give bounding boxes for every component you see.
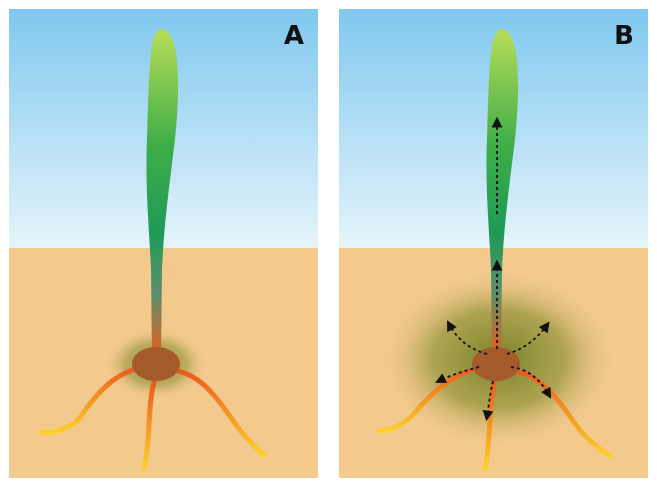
panel-label-b: B [614, 21, 634, 51]
panel-label-a: A [284, 21, 304, 51]
seedling-diagram-b [339, 9, 648, 478]
seedling-diagram-a [9, 9, 318, 478]
panel-a: A [9, 9, 318, 478]
panel-b: B [339, 9, 648, 478]
seed [132, 347, 180, 381]
